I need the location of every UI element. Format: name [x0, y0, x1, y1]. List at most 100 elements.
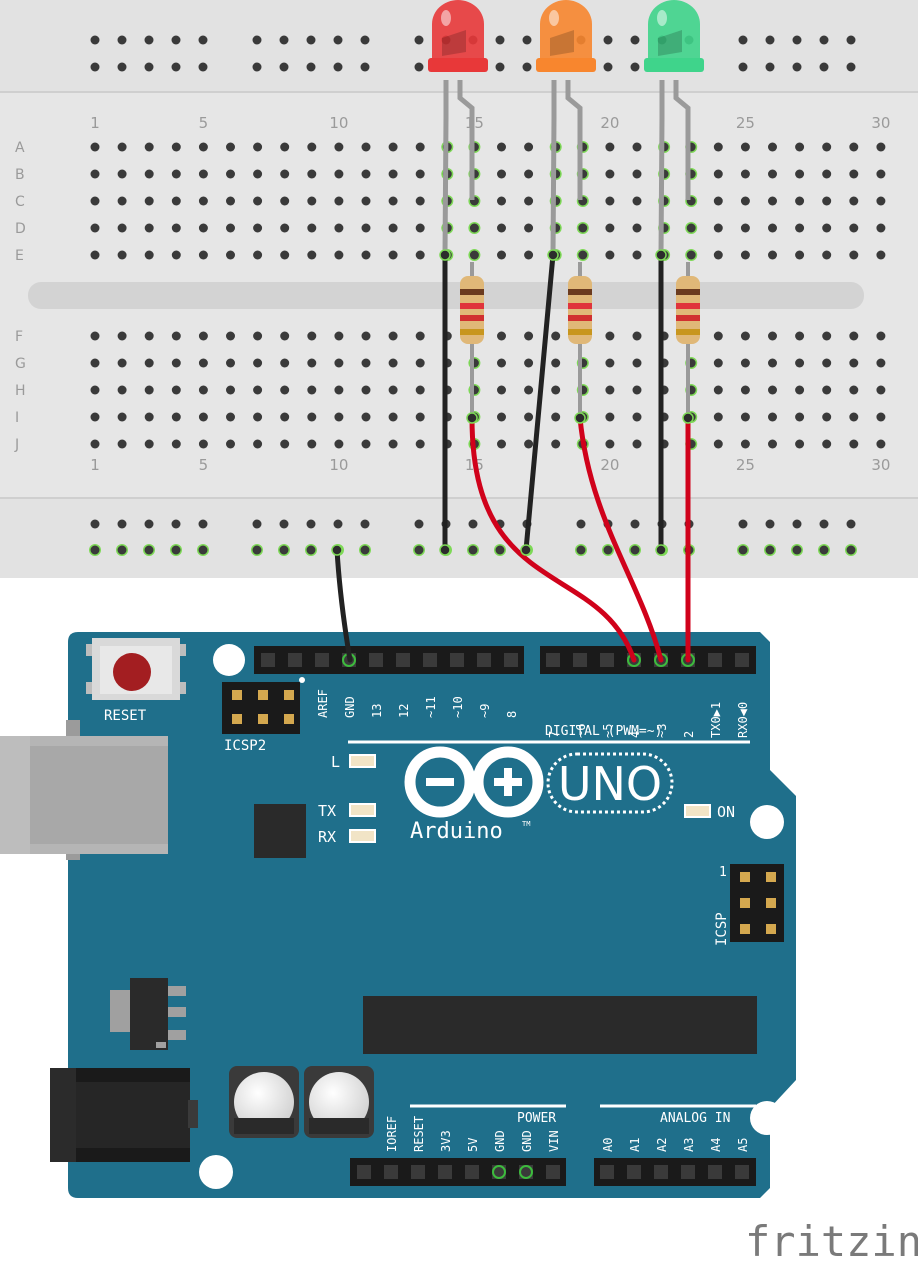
header-pin[interactable] [477, 653, 491, 667]
header-pin[interactable] [288, 653, 302, 667]
hole [253, 439, 263, 449]
wire-pin4[interactable] [469, 415, 637, 663]
hole [226, 331, 235, 341]
header-pin[interactable] [411, 1165, 425, 1179]
hole [768, 223, 777, 233]
hole [740, 169, 750, 179]
header-pin[interactable] [735, 1165, 749, 1179]
hole [876, 142, 886, 152]
column-number-top: 1 [90, 114, 100, 132]
resistor-band [676, 329, 700, 335]
icsp-pin [740, 898, 750, 908]
wire-orange-led-cathode-to-rail[interactable] [523, 252, 556, 553]
hole [226, 250, 235, 260]
hole [253, 169, 263, 179]
header-pin[interactable] [627, 1165, 641, 1179]
hole [605, 412, 615, 422]
rail-hole [630, 519, 640, 529]
hole [253, 412, 263, 422]
header-pin[interactable] [519, 1165, 533, 1179]
leds [428, 0, 704, 256]
hole [280, 223, 290, 233]
header-pin[interactable] [492, 1165, 506, 1179]
rail-hole [738, 35, 748, 45]
hole [90, 142, 100, 152]
digital-pin-label: ~3 [655, 724, 669, 738]
header-pin[interactable] [450, 653, 464, 667]
wire-gnd-to-rail[interactable] [334, 547, 353, 663]
hole [144, 196, 154, 206]
hole [768, 412, 777, 422]
hole [226, 196, 235, 206]
hole [307, 439, 317, 449]
capacitor [229, 1066, 299, 1138]
led-l [349, 754, 376, 768]
header-pin[interactable] [315, 653, 329, 667]
voltage-regulator [110, 978, 186, 1050]
hole [740, 412, 750, 422]
wire-end [655, 544, 667, 556]
hole [171, 142, 181, 152]
header-pin[interactable] [357, 1165, 371, 1179]
header-pin[interactable] [384, 1165, 398, 1179]
header-pin[interactable] [369, 653, 383, 667]
resistor-band [568, 303, 592, 309]
wire-end [520, 544, 532, 556]
digital-header-right [540, 646, 756, 674]
header-pin[interactable] [735, 653, 749, 667]
hole [90, 385, 100, 395]
hole [280, 439, 290, 449]
led-anvil [658, 30, 682, 56]
hole [307, 142, 317, 152]
header-pin[interactable] [438, 1165, 452, 1179]
hole [822, 250, 832, 260]
header-pin[interactable] [573, 653, 587, 667]
led-anvil [442, 30, 466, 56]
rail-hole [306, 545, 316, 555]
hole [876, 439, 886, 449]
power-pin-label: VIN [547, 1130, 561, 1152]
header-pin[interactable] [396, 653, 410, 667]
header-pin[interactable] [504, 653, 518, 667]
hole [117, 358, 127, 368]
header-pin[interactable] [654, 1165, 668, 1179]
rail-hole [144, 35, 154, 45]
icsp-pin1-label: 1 [719, 865, 727, 880]
hole [144, 169, 154, 179]
header-pin[interactable] [708, 1165, 722, 1179]
hole [334, 358, 344, 368]
header-pin[interactable] [546, 1165, 560, 1179]
led-anvil [550, 30, 574, 56]
hole [415, 439, 425, 449]
header-pin[interactable] [708, 653, 722, 667]
hole [632, 250, 642, 260]
hole [740, 223, 750, 233]
hole [497, 412, 506, 422]
wire-end [439, 249, 451, 261]
hole [90, 250, 100, 260]
header-pin[interactable] [546, 653, 560, 667]
hole [849, 223, 859, 233]
reset-button[interactable] [86, 638, 186, 700]
hole [171, 169, 181, 179]
row-letter: C [15, 194, 25, 210]
header-pin[interactable] [600, 653, 614, 667]
hole [713, 223, 723, 233]
hole [686, 250, 696, 260]
header-pin[interactable] [465, 1165, 479, 1179]
digital-pin-label: RX0◀0 [736, 702, 750, 738]
header-pin[interactable] [261, 653, 275, 667]
header-pin[interactable] [600, 1165, 614, 1179]
hole [822, 385, 832, 395]
header-pin[interactable] [681, 1165, 695, 1179]
hole [497, 385, 506, 395]
hole [605, 196, 615, 206]
hole [144, 331, 154, 341]
analog-header [594, 1158, 756, 1186]
header-pin[interactable] [423, 653, 437, 667]
wire-pin3[interactable] [577, 415, 664, 663]
led-rx-label: RX [318, 828, 336, 846]
hole [117, 331, 127, 341]
power-pin-label: RESET [412, 1116, 426, 1152]
